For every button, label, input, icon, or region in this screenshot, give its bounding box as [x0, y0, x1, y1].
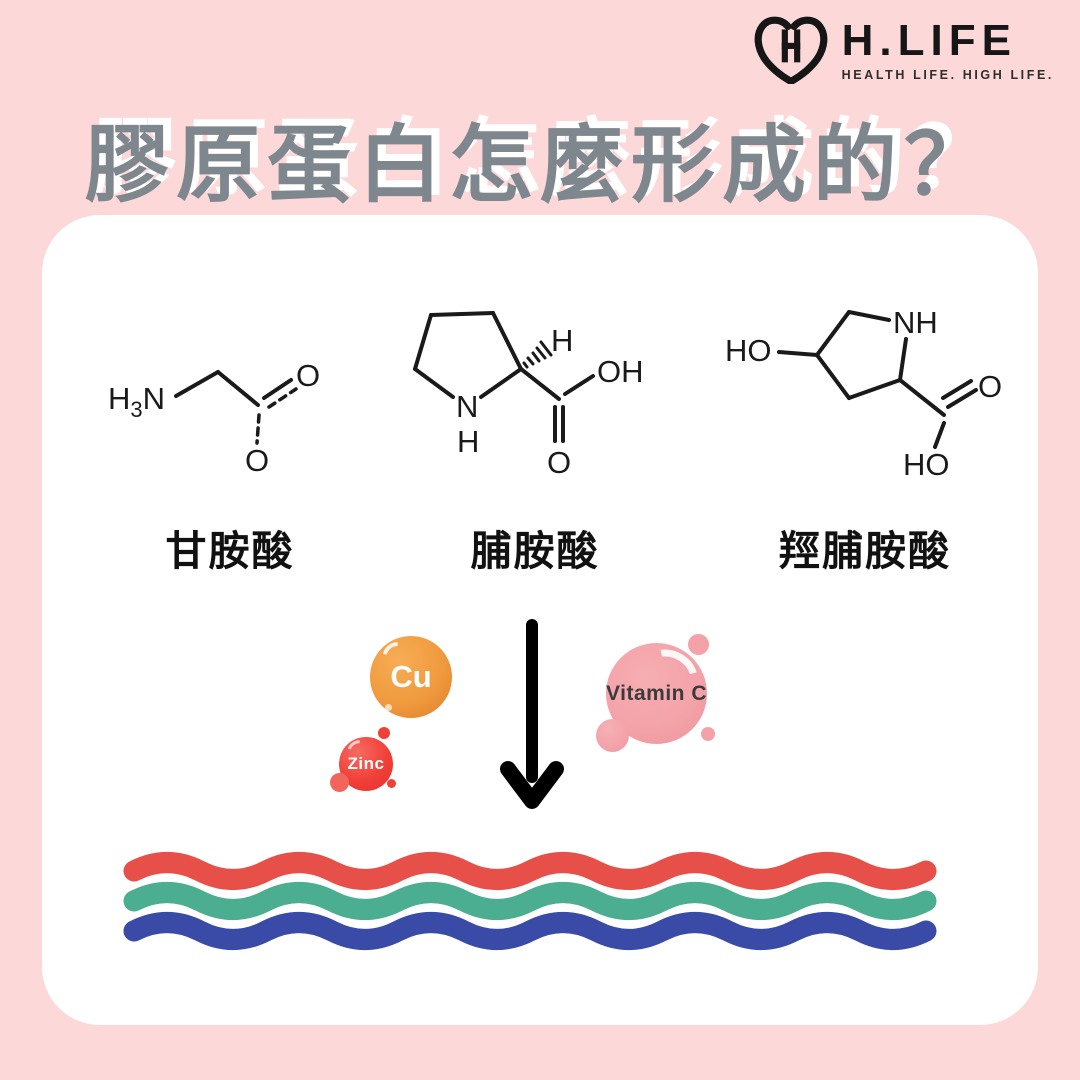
svg-text:N: N — [456, 389, 478, 424]
down-arrow-icon — [500, 619, 564, 809]
copper-bubble: Cu — [370, 636, 452, 718]
svg-text:H3N: H3N — [108, 381, 165, 422]
svg-text:HO: HO — [725, 333, 772, 368]
svg-text:H: H — [457, 424, 479, 459]
vitamin-c-satellite-dot — [688, 634, 709, 655]
svg-text:HO: HO — [903, 447, 950, 482]
vitamin-c-satellite-dot — [596, 719, 629, 752]
svg-text:O: O — [547, 445, 571, 480]
hydroxyproline-label: 羥脯胺酸 — [779, 528, 951, 574]
svg-text:NH: NH — [893, 305, 938, 340]
svg-text:O: O — [245, 443, 269, 478]
collagen-strand-green — [123, 882, 937, 920]
svg-text:OH: OH — [597, 354, 644, 389]
brand-logo: H.LIFE HEALTH LIFE. HIGH LIFE. — [754, 16, 1054, 84]
vitamin-c-satellite-dot — [701, 727, 715, 741]
collagen-strand-blue — [123, 912, 937, 950]
brand-name: H.LIFE — [841, 16, 1017, 66]
svg-text:O: O — [296, 358, 320, 393]
hydroxyproline-structure: HO NH O HO — [725, 305, 1002, 482]
vitamin-c-label: Vitamin C — [606, 681, 707, 705]
proline-structure: N H H O OH — [413, 311, 644, 480]
zinc-satellite-dot — [387, 779, 396, 788]
copper-label: Cu — [390, 659, 432, 694]
brand-tagline: HEALTH LIFE. HIGH LIFE. — [841, 67, 1054, 82]
glycine-label: 甘胺酸 — [165, 528, 295, 574]
zinc-satellite-dot — [330, 773, 349, 792]
heart-h-logo-icon — [754, 16, 828, 84]
svg-text:O: O — [978, 369, 1002, 404]
page-title: 膠原蛋白怎麼形成的？ — [84, 118, 995, 212]
zinc-label: Zinc — [347, 754, 385, 773]
svg-text:H: H — [551, 323, 573, 358]
proline-label: 脯胺酸 — [470, 528, 600, 574]
collagen-strands — [123, 852, 937, 950]
collagen-strand-red — [123, 852, 937, 890]
zinc-satellite-dot — [378, 727, 390, 739]
